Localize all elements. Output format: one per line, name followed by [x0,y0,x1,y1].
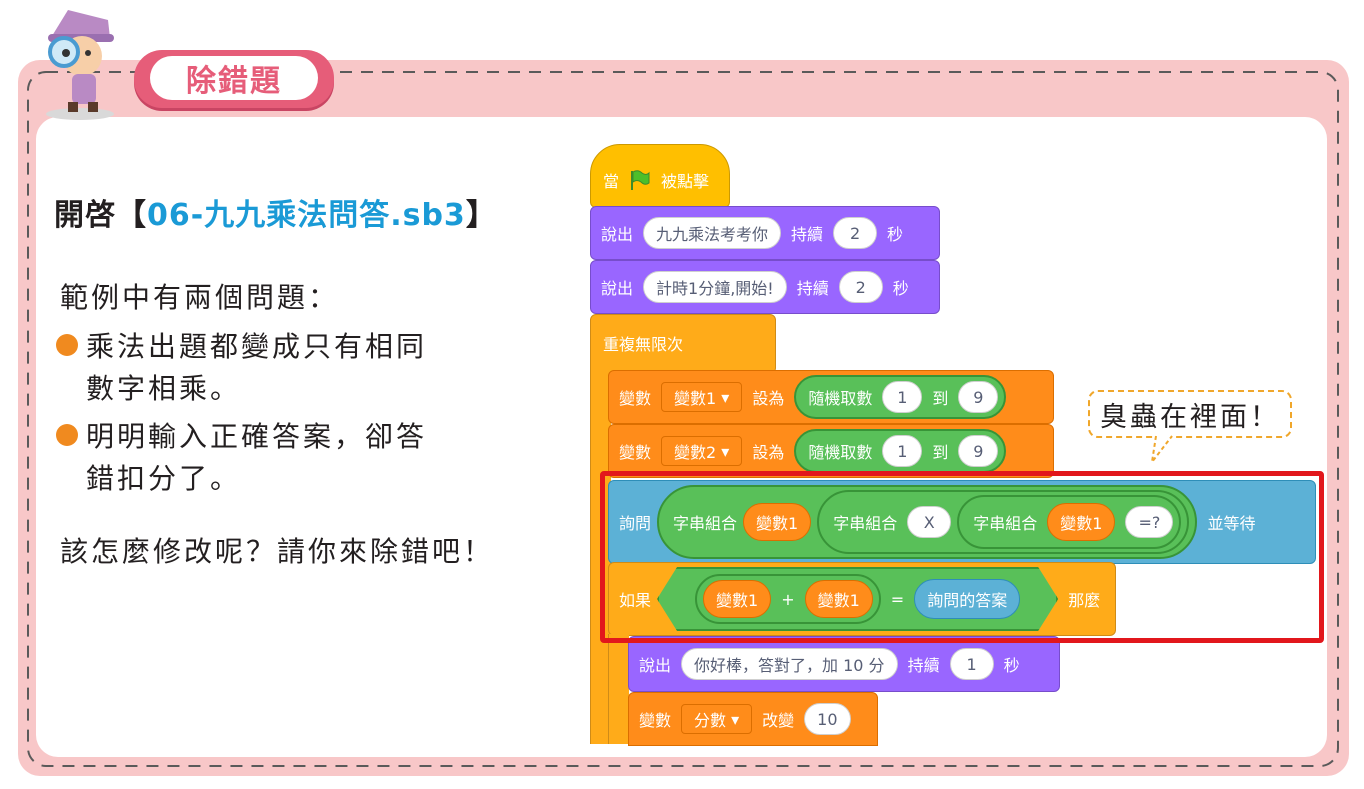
change-score-block[interactable]: 變數 分數 ▾ 改變 10 [628,692,878,746]
score-dropdown[interactable]: 分數 ▾ [681,704,753,734]
equals-label: = [890,589,905,609]
say-block-3[interactable]: 說出 你好棒，答對了，加 10 分 持續 1 秒 [628,636,1060,692]
score-dropdown-value: 分數 [694,711,727,730]
open-prefix: 開啓【 [54,198,147,233]
join-eq-input[interactable]: =? [1125,506,1174,538]
var2-dropdown-value: 變數2 [674,443,717,462]
bullet-2-line-2: 錯扣分了。 [86,462,242,495]
bullet-dot-icon [56,334,78,356]
forever-label: 重複無限次 [603,335,684,354]
answer-reporter[interactable]: 詢問的答案 [914,579,1021,619]
equals-operator[interactable]: 變數1 + 變數1 = 詢問的答案 [657,567,1059,631]
join-inner-var1-reporter[interactable]: 變數1 [1047,503,1116,541]
set-to-label: 設為 [752,389,785,408]
join-label: 字串組合 [673,514,738,533]
green-flag-icon [631,170,650,190]
say-2-secs-input[interactable]: 2 [838,271,883,303]
random-2-to-input[interactable]: 9 [958,435,999,467]
dashed-border [27,71,1339,767]
closing-text: 該怎麼修改呢？請你來除錯吧！ [60,535,495,568]
variable-label: 變數 [619,443,652,462]
for-secs-label: 持續 [907,656,940,675]
bubble-tail [1151,435,1173,463]
if-then-block[interactable]: 如果 變數1 + 變數1 = 詢問的答案 那麼 [608,562,1116,636]
bullet-item-2: 明明輸入正確答案，卻答 錯扣分了。 [56,416,427,500]
then-label: 那麼 [1068,591,1101,610]
when-flag-clicked-block[interactable]: 當 被點擊 [590,144,730,208]
say-1-text-input[interactable]: 九九乘法考考你 [643,217,782,249]
plus-operator[interactable]: 變數1 + 變數1 [695,574,881,624]
bullet-2-line-1: 明明輸入正確答案，卻答 [86,420,428,453]
page-title: 除錯題 [186,64,282,99]
chevron-down-icon: ▾ [721,441,730,461]
hat-clicked-label: 被點擊 [661,172,710,191]
say-block-1[interactable]: 說出 九九乘法考考你 持續 2 秒 [590,206,940,260]
set-variable-2-block[interactable]: 變數 變數2 ▾ 設為 隨機取數 1 到 9 [608,424,1054,478]
set-variable-1-block[interactable]: 變數 變數1 ▾ 設為 隨機取數 1 到 9 [608,370,1054,424]
bullet-dot-icon [56,424,78,446]
say-label: 說出 [639,656,672,675]
say-3-secs-input[interactable]: 1 [949,648,994,680]
forever-block[interactable]: 重複無限次 [590,314,776,374]
title-tab-inner: 除錯題 [150,56,318,100]
change-value-input[interactable]: 10 [804,703,851,735]
var2-dropdown[interactable]: 變數2 ▾ [661,436,743,466]
chevron-down-icon: ▾ [731,709,740,729]
plus-var1-reporter-2[interactable]: 變數1 [804,580,873,618]
set-to-label: 設為 [752,443,785,462]
ask-and-wait-block[interactable]: 詢問 字串組合 變數1 字串組合 X 字串組合 變數1 =? 並等待 [608,480,1316,564]
bullet-item-1: 乘法出題都變成只有相同 數字相乘。 [56,326,427,410]
intro-text: 範例中有兩個問題： [60,281,340,314]
say-label: 說出 [601,225,634,244]
file-name: 06-九九乘法問答.sb3 [147,198,466,233]
say-label: 說出 [601,279,634,298]
random-2-from-input[interactable]: 1 [882,435,923,467]
say-2-text-input[interactable]: 計時1分鐘,開始! [643,271,787,303]
variable-label: 變數 [619,389,652,408]
open-file-instruction: 開啓【06-九九乘法問答.sb3】 [54,190,497,234]
join-reporter-inner[interactable]: 字串組合 變數1 =? [957,495,1182,549]
join-x-input[interactable]: X [907,506,952,538]
plus-var1-reporter[interactable]: 變數1 [703,580,772,618]
var1-dropdown[interactable]: 變數1 ▾ [661,382,743,412]
ask-label: 詢問 [619,514,652,533]
secs-label: 秒 [887,225,904,244]
variable-label: 變數 [639,711,672,730]
bug-highlight-box [600,471,1324,643]
random-1-to-input[interactable]: 9 [958,381,999,413]
say-1-secs-input[interactable]: 2 [833,217,878,249]
secs-label: 秒 [892,279,909,298]
bullet-1-line-1: 乘法出題都變成只有相同 [86,330,428,363]
secs-label: 秒 [1003,656,1020,675]
if-arm [608,634,629,744]
random-1-from-input[interactable]: 1 [882,381,923,413]
if-label: 如果 [619,591,652,610]
random-label: 隨機取數 [808,443,873,462]
bug-callout-bubble: 臭蟲在裡面！ [1088,390,1292,438]
change-by-label: 改變 [762,711,795,730]
and-wait-label: 並等待 [1207,514,1256,533]
random-label: 隨機取數 [808,389,873,408]
say-block-2[interactable]: 說出 計時1分鐘,開始! 持續 2 秒 [590,260,940,314]
random-reporter-1[interactable]: 隨機取數 1 到 9 [794,375,1007,419]
hat-when-label: 當 [603,172,620,191]
for-secs-label: 持續 [791,225,824,244]
rand-to-label: 到 [932,443,949,462]
chevron-down-icon: ▾ [721,387,730,407]
join-label: 字串組合 [973,514,1038,533]
join-var1-reporter[interactable]: 變數1 [743,503,812,541]
plus-label: + [781,589,795,609]
bullet-1-line-2: 數字相乘。 [86,372,242,405]
open-suffix: 】 [465,198,497,233]
join-label: 字串組合 [833,514,898,533]
for-secs-label: 持續 [796,279,829,298]
say-3-text-input[interactable]: 你好棒，答對了，加 10 分 [681,648,898,680]
join-reporter-middle[interactable]: 字串組合 X 字串組合 變數1 =? [817,490,1190,554]
random-reporter-2[interactable]: 隨機取數 1 到 9 [794,429,1007,473]
detective-mascot-icon [46,10,114,120]
rand-to-label: 到 [932,389,949,408]
var1-dropdown-value: 變數1 [674,389,717,408]
join-reporter-outer[interactable]: 字串組合 變數1 字串組合 X 字串組合 變數1 =? [657,485,1198,559]
